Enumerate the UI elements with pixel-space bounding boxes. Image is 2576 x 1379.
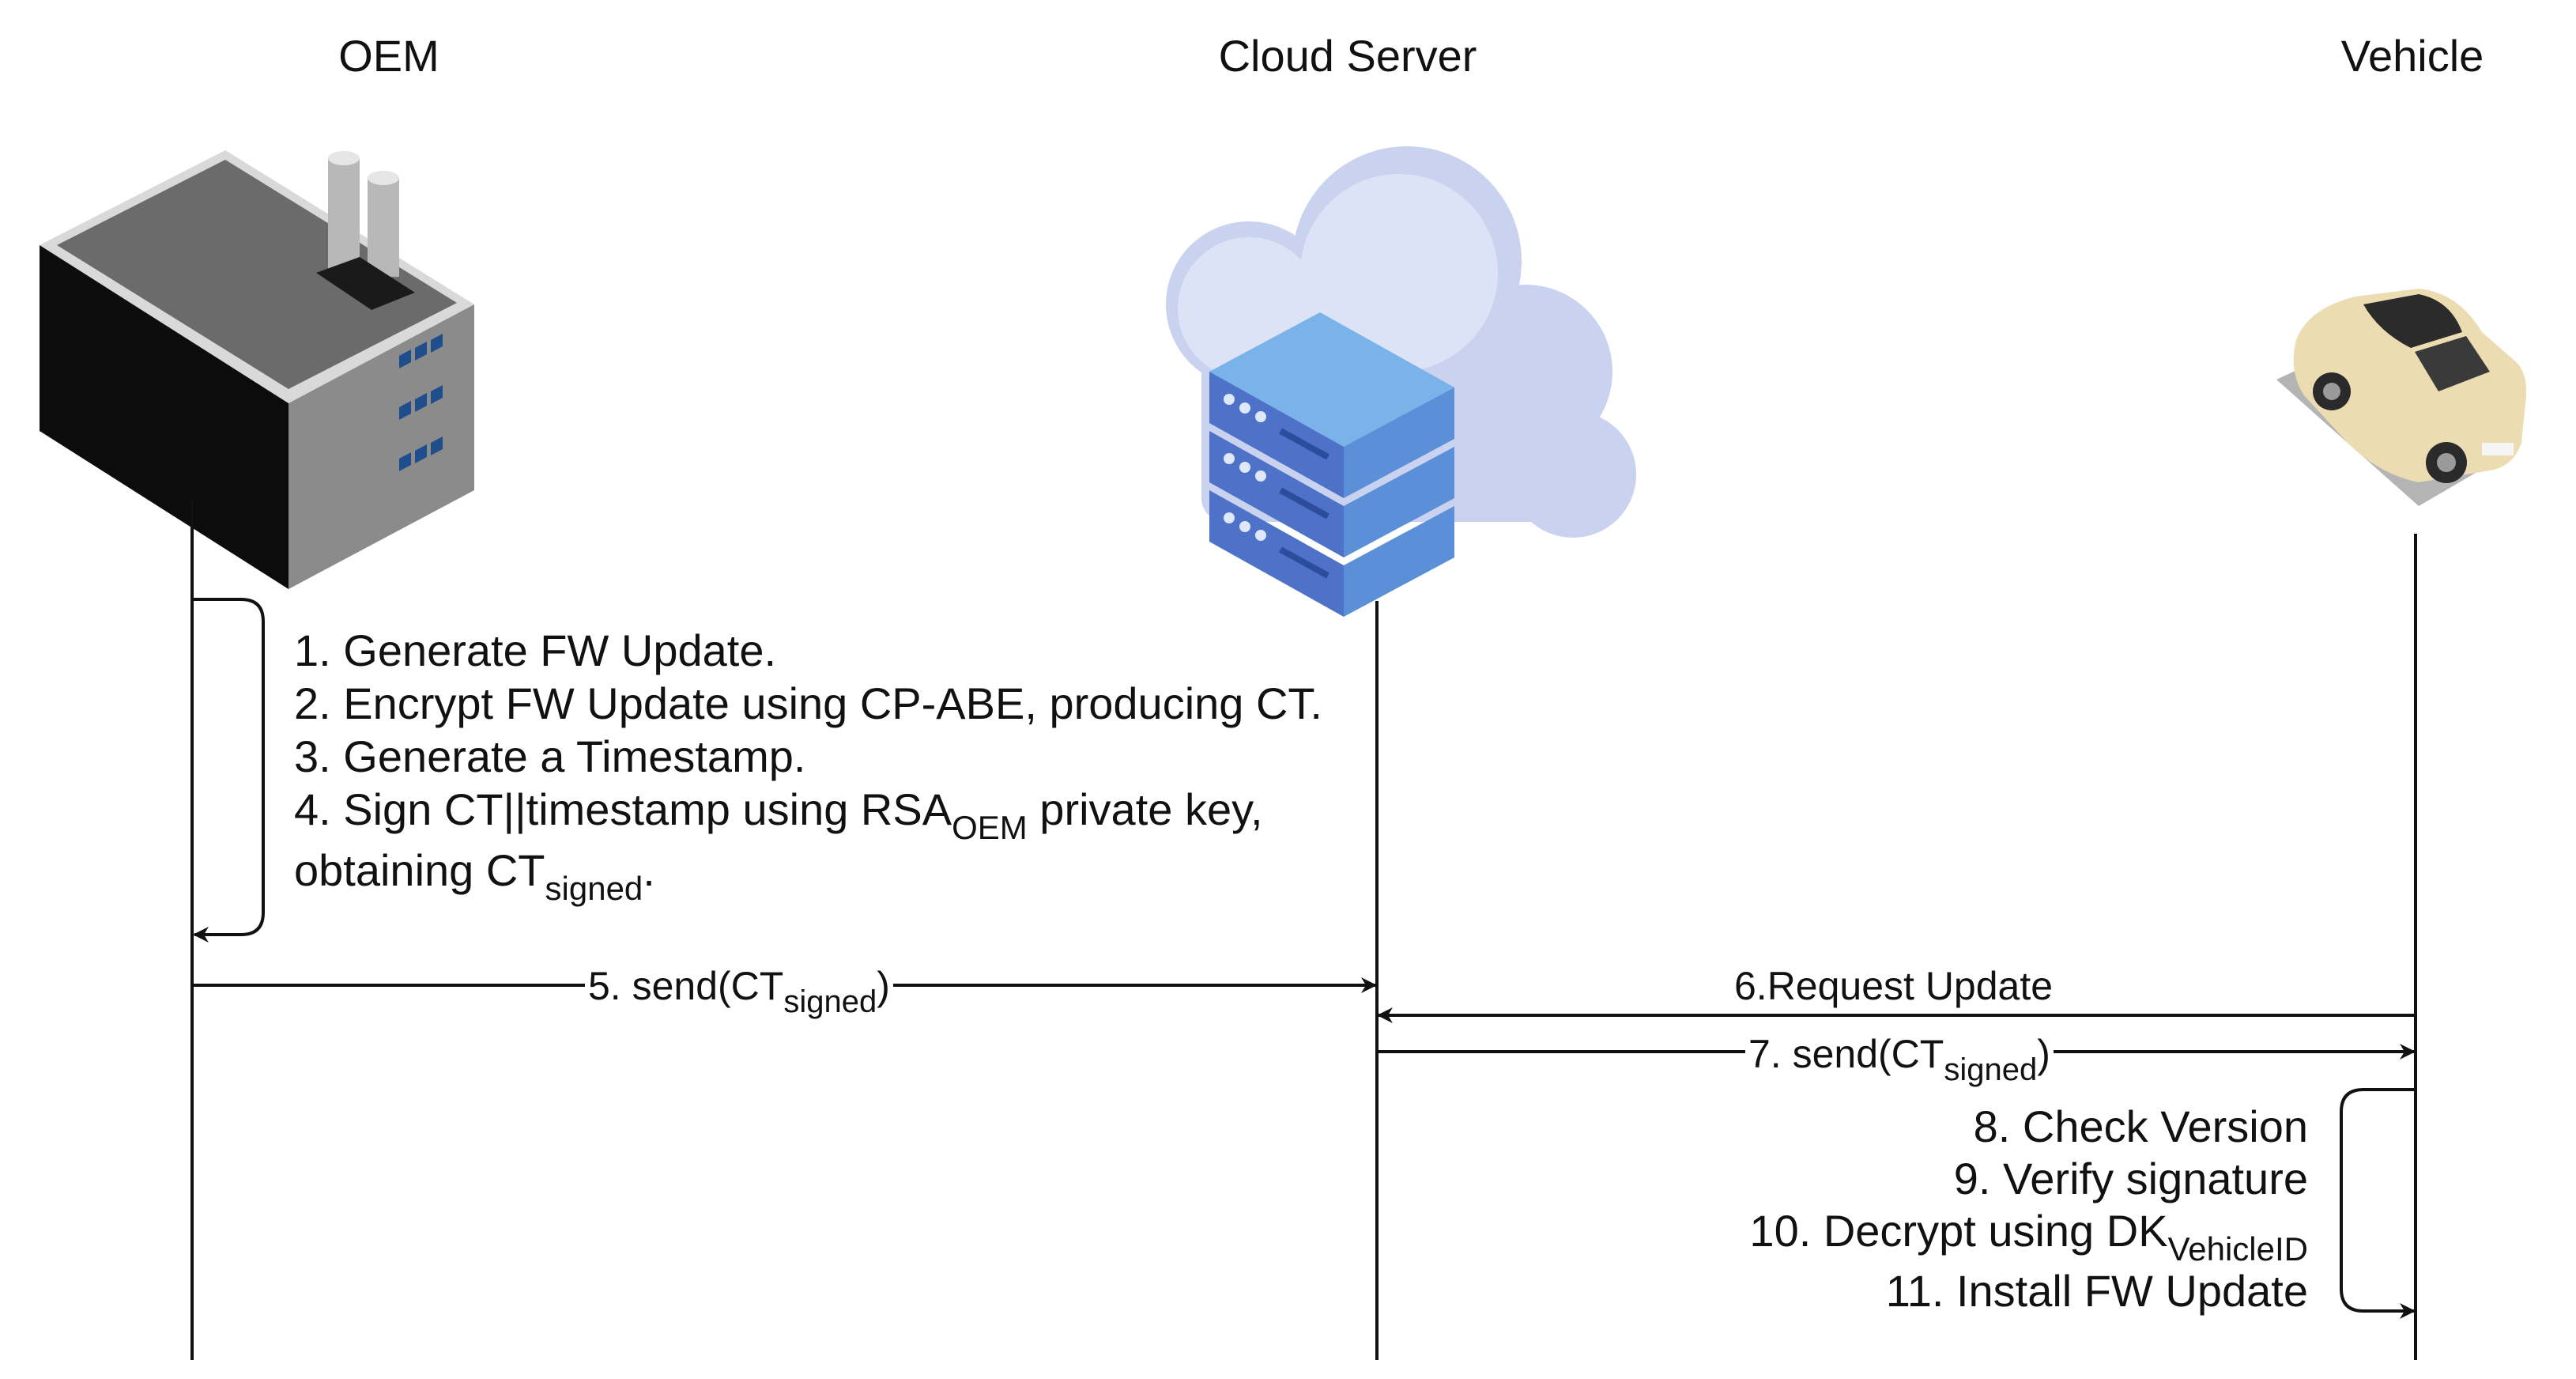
actor-label-cloud-server: Cloud Server bbox=[1218, 31, 1477, 81]
vehicle-step-8: 8. Check Version bbox=[1973, 1101, 2308, 1151]
oem-step-1: 1. Generate FW Update. bbox=[294, 625, 777, 675]
cloud-server-icon bbox=[1166, 146, 1636, 617]
actor-label-oem: OEM bbox=[338, 31, 439, 81]
oem-self-loop-arrow bbox=[192, 598, 265, 943]
vehicle-step-10: 10. Decrypt using DKVehicleID bbox=[1749, 1206, 2308, 1268]
message-6-label: 6.Request Update bbox=[1731, 966, 2057, 1006]
vehicle-self-loop-arrow bbox=[2340, 1088, 2416, 1319]
oem-step-4-continued: obtaining CTsigned. bbox=[294, 845, 655, 907]
factory-icon bbox=[40, 150, 474, 589]
oem-step-2: 2. Encrypt FW Update using CP-ABE, produ… bbox=[294, 678, 1322, 728]
vehicle-step-9: 9. Verify signature bbox=[1953, 1154, 2308, 1203]
actor-label-vehicle: Vehicle bbox=[2340, 31, 2484, 81]
message-7-label: 7. send(CTsigned) bbox=[1745, 1034, 2054, 1086]
message-5-label: 5. send(CTsigned) bbox=[585, 966, 893, 1018]
vehicle-step-11: 11. Install FW Update bbox=[1885, 1266, 2308, 1316]
car-icon bbox=[2276, 289, 2526, 506]
oem-step-4: 4. Sign CT||timestamp using RSAOEM priva… bbox=[294, 784, 1263, 846]
oem-step-3: 3. Generate a Timestamp. bbox=[294, 731, 806, 781]
